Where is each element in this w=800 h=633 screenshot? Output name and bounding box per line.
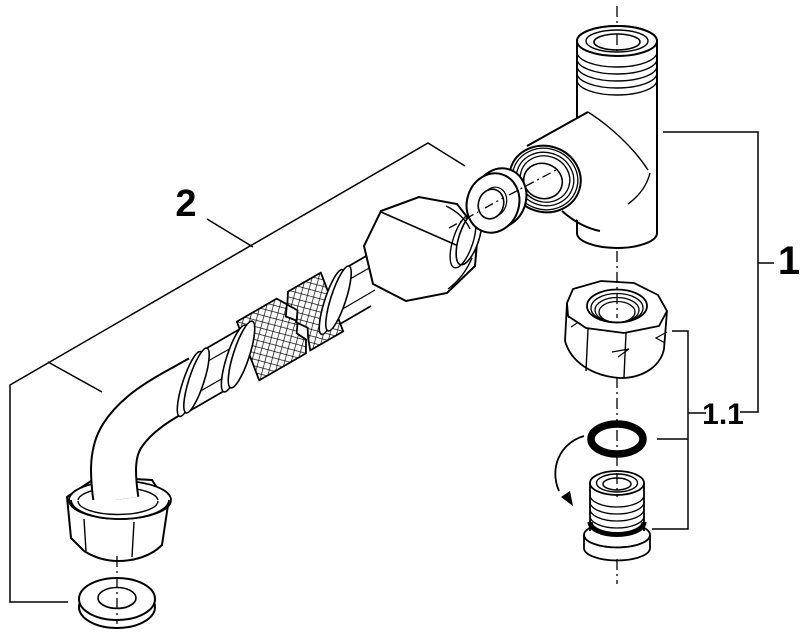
bracket-part1-1 bbox=[652, 330, 706, 530]
bracket-part1 bbox=[663, 131, 774, 413]
hose-nut-front-rim bbox=[70, 499, 170, 520]
braided-hose-lower bbox=[235, 297, 307, 382]
nut-chamfer-mark bbox=[654, 331, 668, 344]
label-part2: 2 bbox=[175, 183, 196, 225]
tee-body-seam bbox=[587, 111, 649, 171]
hose-collar-upper-flange bbox=[318, 265, 352, 336]
gasket-washer bbox=[465, 167, 528, 234]
label-part1: 1 bbox=[778, 239, 800, 283]
adapter-seated-oring bbox=[587, 521, 647, 537]
outlet-axis-centerline bbox=[448, 168, 559, 229]
threaded-adapter bbox=[583, 470, 651, 562]
centerlines bbox=[116, 6, 618, 624]
bracket-part2-hose-tick bbox=[47, 361, 103, 393]
arrowhead-icon bbox=[561, 491, 573, 506]
hose-collar-lower-flange bbox=[220, 320, 256, 393]
label-2-leader bbox=[206, 218, 254, 248]
outlet-threads bbox=[511, 147, 579, 211]
bracket-part2 bbox=[9, 142, 466, 603]
nut-chamfer-mark bbox=[611, 348, 630, 358]
label-part1-1: 1.1 bbox=[702, 398, 744, 431]
rotation-arrow bbox=[554, 435, 585, 506]
hose-tube bbox=[90, 357, 212, 504]
tee-fitting bbox=[504, 25, 658, 249]
adapter-threads bbox=[589, 494, 645, 529]
union-nut bbox=[564, 280, 669, 379]
outlet-bore bbox=[522, 162, 564, 200]
tee-top-threads bbox=[576, 51, 658, 96]
